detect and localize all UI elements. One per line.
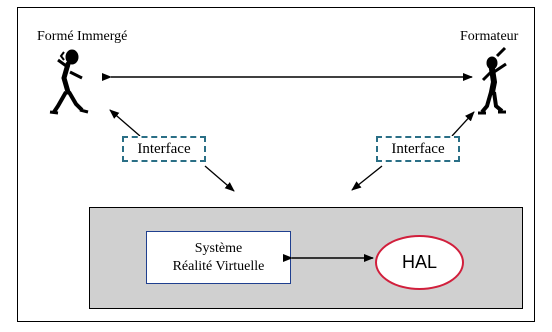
interface-box-right: Interface <box>376 136 460 162</box>
person-right-icon <box>478 46 507 115</box>
system-box: Système Réalité Virtuelle <box>146 231 291 284</box>
left-iface-to-actor-arrow <box>109 109 141 137</box>
right-iface-to-actor-arrow <box>451 111 475 137</box>
person-left-icon <box>49 49 89 115</box>
interface-label-left: Interface <box>137 140 191 157</box>
interface-box-left: Interface <box>122 136 206 162</box>
hal-node: HAL <box>375 235 464 290</box>
system-box-line1: Système <box>194 240 243 256</box>
hal-label: HAL <box>401 252 437 272</box>
actor-label-left: Formé Immergé <box>37 29 128 44</box>
actor-label-right: Formateur <box>460 29 519 44</box>
interface-label-right: Interface <box>391 140 445 157</box>
left-iface-to-system-arrow <box>204 165 235 192</box>
right-iface-to-system-arrow <box>351 165 383 191</box>
system-box-line2: Réalité Virtuelle <box>172 258 265 274</box>
